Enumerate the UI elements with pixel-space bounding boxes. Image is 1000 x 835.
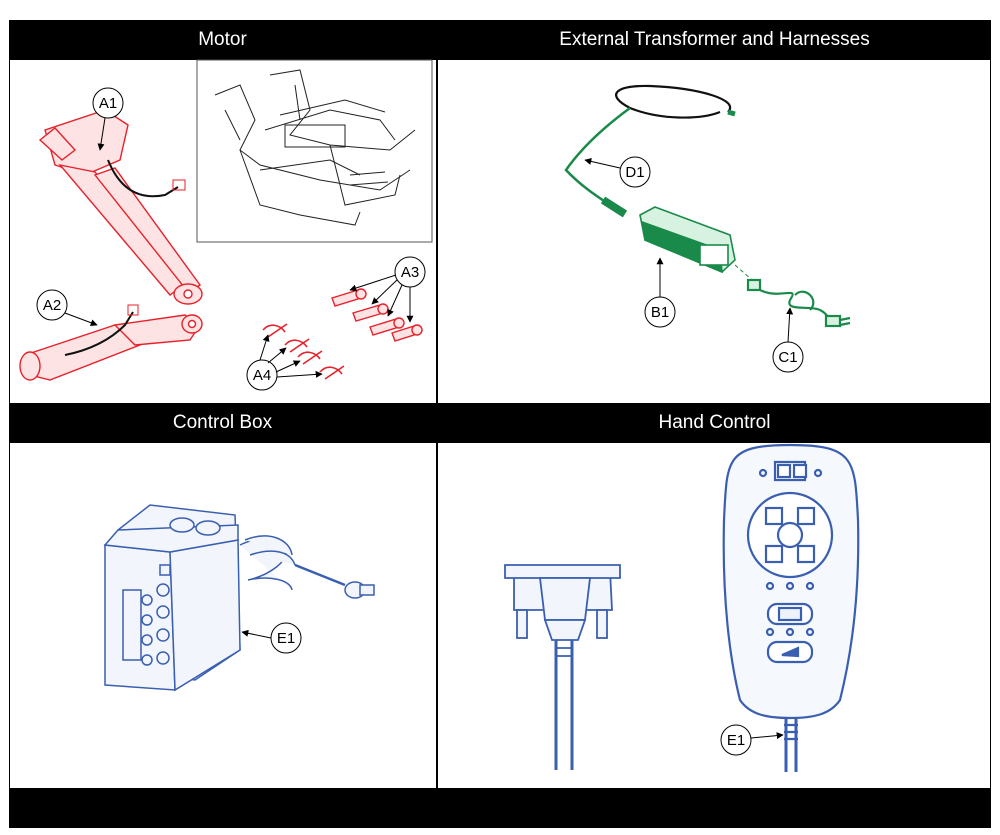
actuator-a2: [19, 314, 203, 381]
transformer-panel: D1 B1 C1: [564, 84, 851, 373]
d1-cable-coil: [615, 84, 732, 119]
a3-pins: [331, 288, 423, 342]
a4-clips: [262, 323, 345, 380]
svg-text:C1: C1: [778, 349, 797, 366]
power-cord-c1: [746, 278, 851, 328]
callout-a4: A4: [246, 334, 323, 391]
footer-bar: [9, 788, 991, 828]
hand-control-remote: [722, 443, 860, 772]
transformer-header: External Transformer and Harnesses: [438, 20, 991, 60]
motor-panel: A1 A2 A3 A4: [19, 59, 433, 391]
control-box-panel: [103, 504, 375, 692]
callout-d1: D1: [584, 156, 651, 188]
callout-b1: B1: [644, 257, 676, 328]
a1-plug: [172, 179, 186, 191]
callout-a2: A2: [36, 289, 98, 327]
center-divider: [436, 20, 438, 828]
d1-plug: [600, 196, 628, 218]
svg-text:B1: B1: [651, 304, 669, 321]
chair-frame-inset: [196, 59, 433, 243]
callout-e1-box: E1: [241, 622, 302, 654]
svg-text:A2: A2: [43, 297, 61, 314]
actuator-a1: [38, 109, 203, 305]
svg-text:A1: A1: [99, 95, 117, 112]
callout-a1: A1: [92, 87, 124, 151]
svg-text:D1: D1: [625, 164, 644, 181]
db-connector: [504, 564, 621, 770]
control-box-header: Control Box: [9, 403, 436, 443]
callout-c1: C1: [772, 307, 804, 373]
a2-cable: [64, 311, 134, 356]
d1-connector: [727, 109, 736, 117]
transformer-b1: [639, 206, 736, 274]
callout-e1-hand: E1: [720, 724, 784, 756]
hand-control-header: Hand Control: [438, 403, 991, 443]
callout-a3: A3: [349, 256, 426, 323]
motor-header: Motor: [9, 20, 436, 60]
chair-frame-drawing: [214, 69, 416, 226]
a1-cable: [107, 159, 179, 198]
svg-text:E1: E1: [727, 732, 745, 749]
svg-text:E1: E1: [277, 630, 295, 647]
b1-c1-dashed-link: [734, 264, 753, 281]
a2-plug: [127, 304, 139, 316]
svg-text:A4: A4: [253, 367, 271, 384]
d1-cable: [564, 106, 631, 207]
svg-text:A3: A3: [401, 264, 419, 281]
